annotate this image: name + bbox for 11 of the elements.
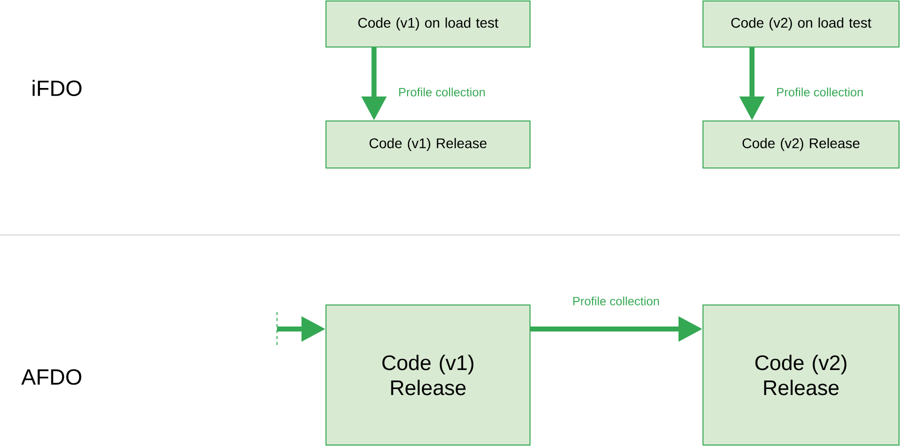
- process-box: Code (v2) Release: [702, 304, 900, 446]
- section-label: AFDO: [21, 369, 82, 385]
- edge-label: Profile collection: [775, 86, 865, 98]
- edge-label: Profile collection: [397, 86, 487, 98]
- section-label: iFDO: [32, 80, 82, 96]
- process-box: Code (v1) Release: [326, 120, 530, 168]
- process-box: Code (v2) Release: [702, 120, 900, 168]
- process-box: Code (v2) on load test: [702, 0, 900, 48]
- edge-label: Profile collection: [571, 296, 661, 306]
- process-box: Code (v1) Release: [326, 304, 530, 446]
- process-box: Code (v1) on load test: [326, 0, 530, 48]
